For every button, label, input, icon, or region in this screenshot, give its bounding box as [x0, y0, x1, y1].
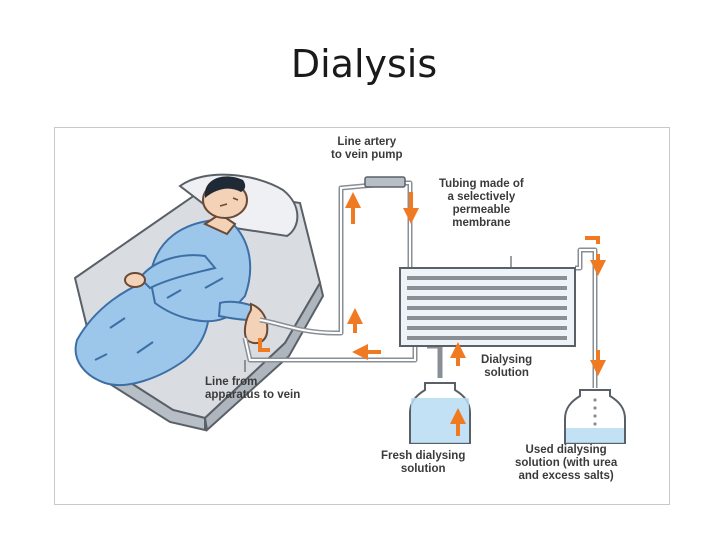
slide-title: Dialysis — [290, 42, 438, 86]
patient-figure — [74, 176, 269, 387]
used-solution-jar — [564, 389, 626, 444]
flow-corner-arrow-2 — [585, 236, 600, 244]
fresh-solution-jar — [409, 382, 471, 444]
flow-corner-arrow — [258, 338, 270, 352]
label-line-from-apparatus: Line from apparatus to vein — [205, 376, 301, 401]
leader-lines — [244, 256, 512, 372]
label-fresh-solution: Fresh dialysing solution — [381, 450, 466, 475]
label-tubing-membrane: Tubing made of a selectively permeable m… — [439, 178, 524, 229]
dialyser-tank — [399, 267, 576, 347]
diagram-artwork — [73, 173, 626, 444]
label-dialysing-solution: Dialysing solution — [481, 354, 533, 379]
label-used-solution: Used dialysing solution (with urea and e… — [515, 444, 618, 482]
vein-pump — [364, 176, 406, 188]
flow-arrows — [345, 192, 606, 436]
label-line-artery: Line artery to vein pump — [331, 136, 403, 161]
dialysis-diagram: Line artery to vein pump Tubing made of … — [54, 127, 670, 505]
